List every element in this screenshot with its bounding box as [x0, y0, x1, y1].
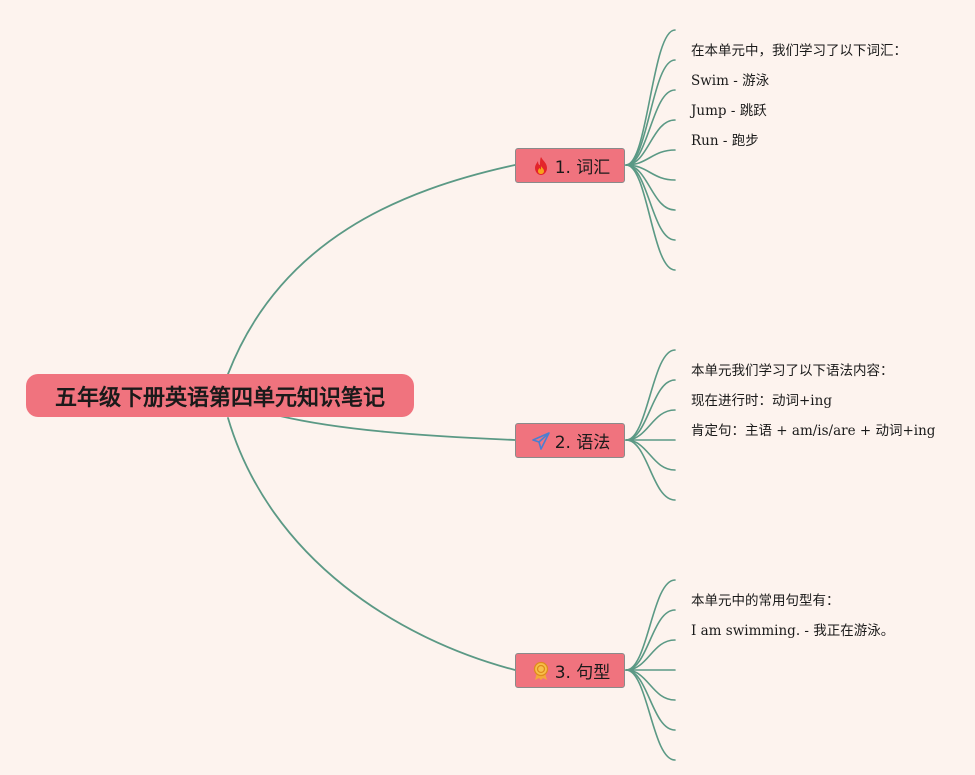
- leaf-vocabulary-run: Run - 跑步: [691, 133, 759, 149]
- leaf-grammar-present-continuous: 现在进行时：动词+ing: [691, 393, 832, 409]
- paper-plane-icon: [530, 430, 552, 452]
- root-node-label: 五年级下册英语第四单元知识笔记: [54, 385, 385, 411]
- fire-icon: [530, 155, 552, 177]
- leaf-connector-3-1: [625, 579, 676, 671]
- leaf-connector-2-2: [625, 379, 676, 441]
- leaf-grammar-intro: 本单元我们学习了以下语法内容：: [691, 363, 894, 379]
- award-ribbon-icon: [530, 660, 552, 682]
- leaf-vocabulary-jump: Jump - 跳跃: [691, 103, 767, 119]
- leaf-vocabulary-intro: 在本单元中，我们学习了以下词汇：: [691, 43, 907, 59]
- root-node[interactable]: 五年级下册英语第四单元知识笔记: [26, 374, 414, 417]
- leaf-connector-1-9: [625, 164, 676, 271]
- leaf-vocabulary-swim: Swim - 游泳: [691, 73, 770, 89]
- connector-root-branch-2: [279, 415, 516, 441]
- branch-label-sentence-patterns: 3. 句型: [554, 663, 611, 683]
- leaf-sentence-example: I am swimming. - 我正在游泳。: [691, 623, 895, 639]
- leaf-connector-2-1: [625, 349, 676, 441]
- branch-node-sentence-patterns[interactable]: 3. 句型: [515, 653, 625, 688]
- branch-label-vocabulary: 1. 词汇: [554, 158, 611, 178]
- branch-node-vocabulary[interactable]: 1. 词汇: [515, 148, 625, 183]
- leaf-connector-1-8: [625, 164, 676, 241]
- leaf-connector-2-5: [625, 439, 676, 471]
- leaf-connector-3-6: [625, 669, 676, 731]
- leaf-connector-2-6: [625, 439, 676, 501]
- leaf-connector-1-2: [625, 59, 676, 166]
- branch-label-grammar: 2. 语法: [554, 433, 611, 453]
- branch-node-grammar[interactable]: 2. 语法: [515, 423, 625, 458]
- leaf-connector-1-3: [625, 89, 676, 166]
- leaf-connector-3-2: [625, 609, 676, 671]
- connector-root-branch-3: [227, 417, 516, 671]
- leaf-sentence-intro: 本单元中的常用句型有：: [691, 593, 840, 609]
- leaf-connector-3-3: [625, 639, 676, 671]
- leaf-connector-1-4: [625, 119, 676, 166]
- leaf-grammar-affirmative: 肯定句：主语 + am/is/are + 动词+ing: [691, 423, 936, 439]
- leaf-connector-1-1: [625, 29, 676, 166]
- connector-root-branch-1: [227, 164, 516, 375]
- leaf-connector-3-7: [625, 669, 676, 761]
- leaf-connector-2-3: [625, 409, 676, 441]
